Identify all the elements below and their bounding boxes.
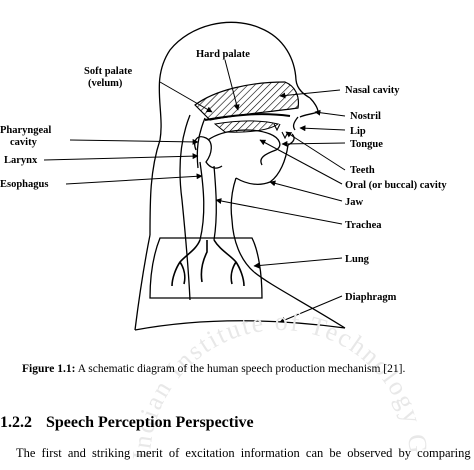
diaphragm-line [134, 320, 346, 331]
label-hard-palate: Hard palate [196, 49, 250, 60]
oral-cavity-region [213, 120, 280, 133]
label-pharyngeal: Pharyngeal [0, 125, 51, 136]
label-lung: Lung [345, 254, 370, 265]
label-velum: (velum) [88, 78, 123, 89]
neck-front-outline [230, 177, 255, 273]
label-pointers [43, 59, 346, 323]
tongue-shape [207, 129, 281, 166]
bronchi-shape [171, 239, 245, 287]
label-tongue: Tongue [350, 139, 383, 150]
section-title: Speech Perception Perspective [46, 414, 254, 431]
label-oral-cavity: Oral (or buccal) cavity [345, 180, 447, 191]
pharynx-wall [196, 117, 206, 169]
larynx-shape [194, 136, 223, 169]
nose-outline [299, 97, 319, 118]
label-larynx: Larynx [4, 155, 38, 166]
hard-palate-line [204, 113, 291, 121]
label-diaphragm: Diaphragm [345, 292, 397, 303]
label-soft-palate: Soft palate [84, 66, 132, 77]
teeth-shape [273, 123, 289, 140]
label-pharyngeal-cavity: cavity [10, 137, 38, 148]
body-outline-left [134, 234, 151, 331]
label-trachea: Trachea [345, 220, 382, 231]
trachea-shape [199, 161, 217, 241]
speech-production-diagram: Hard palate Soft palate (velum) Nasal ca… [0, 21, 447, 331]
caption-text: A schematic diagram of the human speech … [75, 363, 406, 375]
caption-label: Figure 1.1: [22, 363, 76, 375]
lip-upper [292, 116, 299, 131]
label-jaw: Jaw [345, 197, 364, 208]
label-nasal-cavity: Nasal cavity [345, 85, 400, 96]
section-heading: 1.2.2 Speech Perception Perspective [0, 414, 254, 432]
body-outline-right [253, 271, 346, 329]
head-outline [149, 21, 311, 236]
section-number: 1.2.2 [0, 414, 32, 431]
figure-caption: Figure 1.1: A schematic diagram of the h… [22, 362, 462, 376]
diagram-svg: Hard palate Soft palate (velum) Nasal ca… [0, 21, 447, 331]
body-paragraph: The first and striking merit of excitati… [16, 446, 474, 460]
label-lip: Lip [350, 126, 366, 137]
label-esophagus: Esophagus [0, 179, 48, 190]
label-teeth: Teeth [350, 165, 375, 176]
lung-outline [149, 237, 263, 299]
neck-back-outline [179, 114, 191, 301]
label-nostril: Nostril [350, 111, 381, 122]
